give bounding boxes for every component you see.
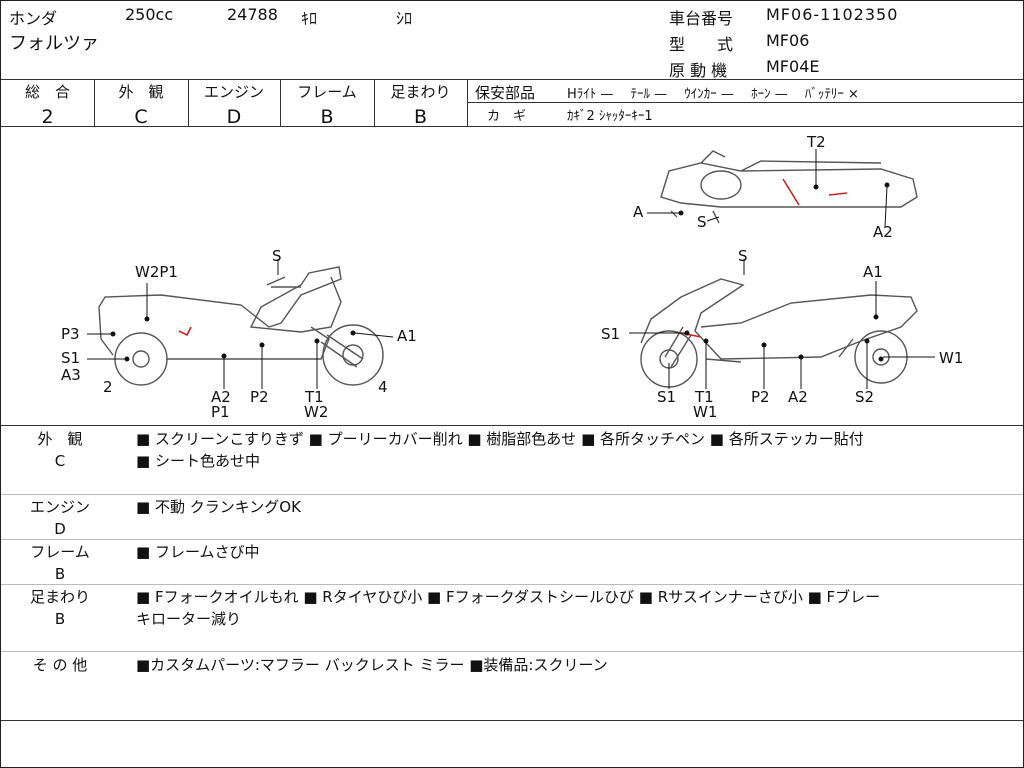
divider — [1, 651, 1023, 652]
divider — [188, 79, 189, 126]
label-2: 2 — [103, 378, 113, 396]
label-a1: A1 — [397, 327, 417, 345]
divider — [1, 539, 1023, 540]
divider — [1, 494, 1023, 495]
parts-status: Hﾗｲﾄ — ﾃｰﾙ — ｳｲﾝｶｰ — ﾎｰﾝ — ﾊﾞｯﾃﾘｰ × — [567, 87, 859, 102]
label-p2: P2 — [751, 388, 770, 406]
damage-diagram: T2 A S A2 S W2P1 P3 S1 A3 2 A2 P1 P2 T1 … — [61, 133, 963, 421]
displacement: 250cc — [125, 5, 174, 24]
section-other-label: そ の 他 — [32, 656, 88, 674]
label-w1: W1 — [693, 403, 717, 421]
frame-no: MF06-1102350 — [766, 5, 899, 24]
section-frame-notes: ■ フレームさび中 — [136, 543, 260, 561]
divider — [467, 102, 1023, 103]
engine-value: MF04E — [766, 57, 820, 76]
engine-label: 原 動 機 — [669, 61, 728, 80]
divider — [1, 126, 1023, 127]
label-s2: S2 — [855, 388, 874, 406]
damage-marks — [178, 178, 848, 338]
divider — [1, 584, 1023, 585]
label-p3: P3 — [61, 325, 80, 343]
key-label: カ ギ — [487, 109, 527, 124]
parts-label: 保安部品 — [475, 84, 536, 102]
mileage: 24788 — [227, 5, 278, 24]
label-a2: A2 — [873, 223, 893, 241]
label-t1: T1 — [694, 388, 714, 406]
label-a: A — [633, 203, 644, 221]
label-t2: T2 — [806, 133, 826, 151]
divider — [94, 79, 95, 126]
type-label: 型 式 — [669, 35, 734, 54]
section-other-notes: ■カスタムパーツ:マフラー バックレスト ミラー ■装備品:スクリーン — [136, 656, 608, 674]
label-p1: P1 — [211, 403, 230, 421]
section-exterior-notes: ■ スクリーンこすりきず ■ プーリーカバー削れ ■ 樹脂部色あせ ■ 各所タッ… — [136, 430, 864, 470]
label-4: 4 — [378, 378, 388, 396]
label-s: S — [697, 213, 707, 231]
section-engine-notes: ■ 不動 クランキングOK — [136, 498, 301, 516]
divider — [1, 79, 1023, 80]
label-s: S — [272, 247, 282, 265]
scooter-top-view — [660, 150, 918, 224]
label-a1: A1 — [863, 263, 883, 281]
key-value: ｶｷﾞ2 ｼｬｯﾀｰｷｰ1 — [567, 109, 653, 124]
label-w2p1: W2P1 — [135, 263, 178, 281]
scooter-left-view — [98, 266, 384, 386]
label-p2: P2 — [250, 388, 269, 406]
divider — [1, 720, 1023, 721]
label-a3: A3 — [61, 366, 81, 384]
type-value: MF06 — [766, 31, 810, 50]
label-a2: A2 — [788, 388, 808, 406]
divider — [280, 79, 281, 126]
label-a2: A2 — [211, 388, 231, 406]
section-suspension-notes: ■ Fフォークオイルもれ ■ Rタイヤひび小 ■ Fフォークダストシールひび ■… — [136, 588, 881, 628]
label-t1: T1 — [304, 388, 324, 406]
label-w1: W1 — [939, 349, 963, 367]
divider — [374, 79, 375, 126]
color: ｼﾛ — [396, 9, 413, 28]
label-s1: S1 — [61, 349, 80, 367]
label-s1: S1 — [657, 388, 676, 406]
frame-no-label: 車台番号 — [669, 9, 734, 28]
label-s1: S1 — [601, 325, 620, 343]
model-name: フォルツァ — [9, 33, 99, 54]
label-w2: W2 — [304, 403, 328, 421]
label-s: S — [738, 247, 748, 265]
divider — [1, 425, 1023, 426]
maker: ホンダ — [9, 9, 58, 28]
scooter-right-view — [640, 278, 918, 388]
mileage-unit: ｷﾛ — [301, 9, 318, 28]
